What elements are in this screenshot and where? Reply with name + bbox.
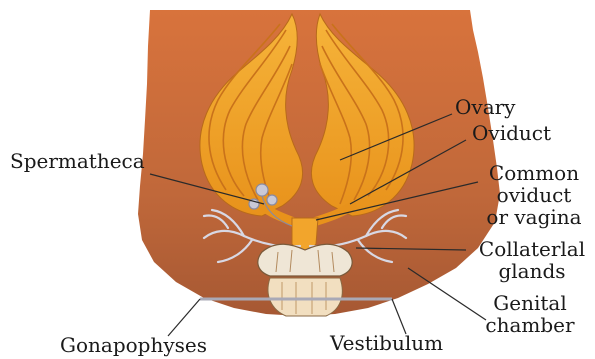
label-genital-chamber-line-2: chamber bbox=[480, 314, 580, 336]
label-oviduct: Oviduct bbox=[472, 122, 551, 144]
leader-vestibulum bbox=[392, 299, 406, 334]
label-vestibulum: Vestibulum bbox=[330, 332, 443, 354]
label-common-oviduct-line-2: oviduct bbox=[478, 184, 590, 206]
label-common-oviduct-line-1: Common bbox=[478, 162, 590, 184]
label-gonapophyses: Gonapophyses bbox=[60, 334, 207, 356]
label-ovary: Ovary bbox=[455, 96, 515, 118]
label-collateral-glands-line-2: glands bbox=[472, 260, 592, 282]
label-collateral-glands-line-1: Collaterlal bbox=[472, 238, 592, 260]
label-common-oviduct: Common oviduct or vagina bbox=[478, 162, 590, 228]
label-spermatheca: Spermatheca bbox=[10, 150, 145, 172]
label-collateral-glands: Collaterlal glands bbox=[472, 238, 592, 282]
label-common-oviduct-line-3: or vagina bbox=[478, 206, 590, 228]
label-genital-chamber-line-1: Genital bbox=[480, 292, 580, 314]
leader-gonapophyses bbox=[168, 299, 200, 336]
common-oviduct bbox=[292, 218, 318, 250]
vestibulum-pouch bbox=[268, 278, 342, 316]
label-genital-chamber: Genital chamber bbox=[480, 292, 580, 336]
